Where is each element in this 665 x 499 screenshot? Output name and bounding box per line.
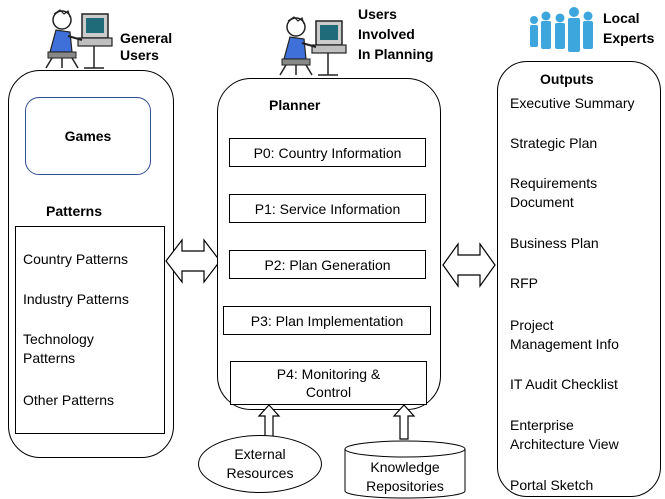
games-label: Games — [64, 128, 112, 144]
games-box[interactable]: Games — [25, 97, 151, 175]
output-it-audit-checklist[interactable]: IT Audit Checklist — [510, 376, 618, 392]
output-enterprise-line2: Architecture View — [510, 436, 619, 452]
p3-plan-implementation-box[interactable]: P3: Plan Implementation — [223, 306, 431, 335]
left-double-arrow — [165, 238, 221, 284]
output-business-plan[interactable]: Business Plan — [510, 235, 599, 251]
p4-monitoring-control-box[interactable]: P4: Monitoring & Control — [230, 361, 427, 405]
patterns-heading: Patterns — [46, 203, 103, 219]
output-requirements-line1: Requirements — [510, 175, 598, 191]
general-users-label-line2: Users — [120, 47, 159, 63]
output-project-management-info[interactable]: Project Management Info — [510, 316, 619, 354]
p0-label: P0: Country Information — [253, 144, 402, 161]
local-experts-label-line1: Local — [603, 10, 640, 26]
technology-patterns-line1: Technology — [23, 331, 94, 347]
output-strategic-plan[interactable]: Strategic Plan — [510, 135, 598, 151]
technology-patterns-line2: Patterns — [23, 350, 76, 366]
p4-label-line1: P4: Monitoring & — [276, 366, 381, 382]
planning-user-computer-icon — [279, 16, 347, 76]
knowledge-repositories-up-arrow — [392, 404, 416, 440]
p2-plan-generation-box[interactable]: P2: Plan Generation — [229, 250, 426, 279]
right-double-arrow — [442, 242, 496, 288]
output-enterprise-architecture-view[interactable]: Enterprise Architecture View — [510, 416, 619, 454]
general-users-label-line1: General — [120, 30, 173, 46]
local-experts-group-icon — [530, 7, 593, 52]
planner-column — [217, 78, 441, 410]
planner-heading: Planner — [269, 97, 321, 113]
p0-country-information-box[interactable]: P0: Country Information — [229, 138, 426, 167]
output-project-mgmt-line1: Project — [510, 317, 554, 333]
patterns-box — [15, 226, 165, 434]
output-requirements-line2: Document — [510, 194, 574, 210]
knowledge-repositories-label: Knowledge Repositories — [343, 458, 467, 496]
country-patterns-item[interactable]: Country Patterns — [23, 251, 129, 267]
output-project-mgmt-line2: Management Info — [510, 336, 619, 352]
planning-users-label-line3: In Planning — [358, 46, 434, 62]
outputs-heading: Outputs — [540, 71, 594, 87]
output-requirements-document[interactable]: Requirements Document — [510, 174, 597, 212]
other-patterns-item[interactable]: Other Patterns — [23, 392, 115, 408]
output-enterprise-line1: Enterprise — [510, 417, 574, 433]
p3-label: P3: Plan Implementation — [250, 312, 404, 329]
knowledge-repositories-line2: Repositories — [366, 478, 444, 494]
output-executive-summary[interactable]: Executive Summary — [510, 95, 635, 111]
p2-label: P2: Plan Generation — [264, 256, 391, 273]
general-user-computer-icon — [45, 9, 113, 69]
p4-label-line2: Control — [305, 384, 352, 400]
knowledge-repositories-cylinder-icon[interactable] — [343, 439, 467, 499]
outputs-column — [497, 61, 661, 497]
output-rfp[interactable]: RFP — [510, 275, 538, 291]
planning-users-label-line1: Users — [358, 6, 397, 22]
local-experts-label-line2: Experts — [603, 30, 655, 46]
planning-users-label-line2: Involved — [358, 26, 415, 42]
planning-users-label: Users Involved In Planning — [358, 4, 433, 64]
external-resources-ellipse[interactable]: External Resources — [198, 435, 322, 493]
general-users-label: General Users — [120, 30, 172, 64]
external-resources-line2: Resources — [226, 465, 294, 481]
external-resources-line1: External — [234, 446, 286, 462]
knowledge-repositories-line1: Knowledge — [370, 459, 440, 475]
p1-service-information-box[interactable]: P1: Service Information — [229, 194, 426, 223]
output-portal-sketch[interactable]: Portal Sketch — [510, 477, 594, 493]
technology-patterns-item[interactable]: Technology Patterns — [23, 330, 94, 368]
industry-patterns-item[interactable]: Industry Patterns — [23, 291, 129, 307]
local-experts-label: Local Experts — [603, 8, 654, 48]
p1-label: P1: Service Information — [254, 200, 401, 217]
